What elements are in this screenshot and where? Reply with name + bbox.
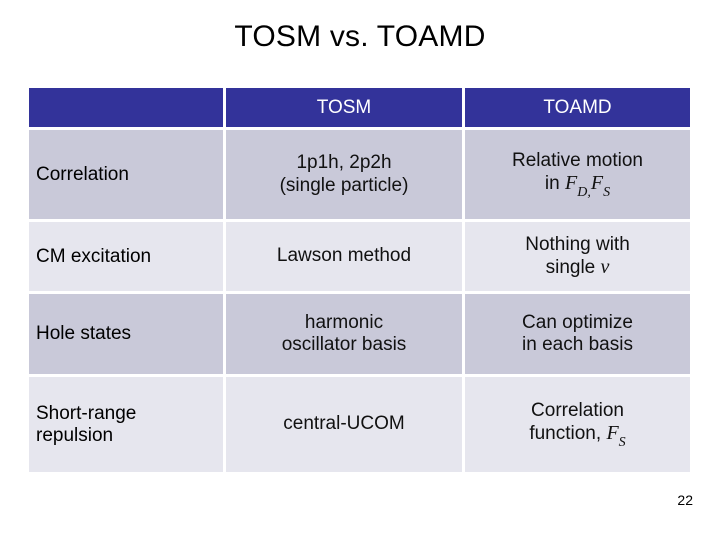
header-cell-blank [29, 88, 223, 127]
math-subscript-d: D, [577, 184, 591, 200]
table-row: Correlation 1p1h, 2p2h (single particle)… [29, 130, 690, 219]
cell-tosm-correlation: 1p1h, 2p2h (single particle) [226, 130, 462, 219]
table-row: Short-range repulsion central-UCOM Corre… [29, 377, 690, 472]
page-title: TOSM vs. TOAMD [234, 20, 486, 53]
math-subscript-s: S [618, 434, 626, 450]
table-row: CM excitation Lawson method Nothing with… [29, 222, 690, 291]
row-label-cm-excitation: CM excitation [29, 222, 223, 291]
label-line-1: Short-range [36, 402, 137, 424]
cell-line-2: in each basis [522, 334, 633, 355]
comparison-table: TOSM TOAMD Correlation 1p1h, 2p2h (singl… [26, 85, 693, 475]
cell-tosm-cm-excitation: Lawson method [226, 222, 462, 291]
cell-line-1: Relative motion [512, 149, 643, 171]
page-number: 22 [677, 492, 693, 508]
cell-tosm-hole-states: harmonic oscillator basis [226, 294, 462, 374]
table-header-row: TOSM TOAMD [29, 88, 690, 127]
math-subscript-s: S [603, 184, 611, 200]
row-label-hole-states: Hole states [29, 294, 223, 374]
cell-line-2-prefix: function, [529, 423, 607, 444]
header-cell-toamd: TOAMD [465, 88, 690, 127]
cell-toamd-correlation: Relative motion in FD,FS [465, 130, 690, 219]
cell-line-2-prefix: in [544, 173, 565, 194]
math-symbol-nu: ν [600, 255, 610, 278]
cell-line-1: harmonic [304, 311, 384, 333]
math-variable-f-s: F [606, 422, 619, 444]
label-line-2: repulsion [36, 424, 114, 446]
header-cell-tosm: TOSM [226, 88, 462, 127]
cell-line-2: (single particle) [279, 174, 409, 196]
row-label-short-range-repulsion: Short-range repulsion [29, 377, 223, 472]
cell-line-1: 1p1h, 2p2h [296, 152, 392, 174]
cell-line-1: Nothing with [525, 233, 630, 255]
row-label-correlation: Correlation [29, 130, 223, 219]
cell-line-1: Can optimize [522, 311, 633, 333]
math-variable-f-s: F [590, 172, 604, 194]
cell-line-1: Correlation [531, 399, 624, 421]
cell-tosm-short-range-repulsion: central-UCOM [226, 377, 462, 472]
cell-toamd-hole-states: Can optimize in each basis [465, 294, 690, 374]
cell-toamd-cm-excitation: Nothing with single ν [465, 222, 690, 291]
cell-line-2-prefix: single [545, 256, 601, 278]
cell-line-2: oscillator basis [281, 334, 407, 355]
math-variable-f-d: F [565, 172, 578, 194]
cell-toamd-short-range-repulsion: Correlation function, FS [465, 377, 690, 472]
table-row: Hole states harmonic oscillator basis Ca… [29, 294, 690, 374]
